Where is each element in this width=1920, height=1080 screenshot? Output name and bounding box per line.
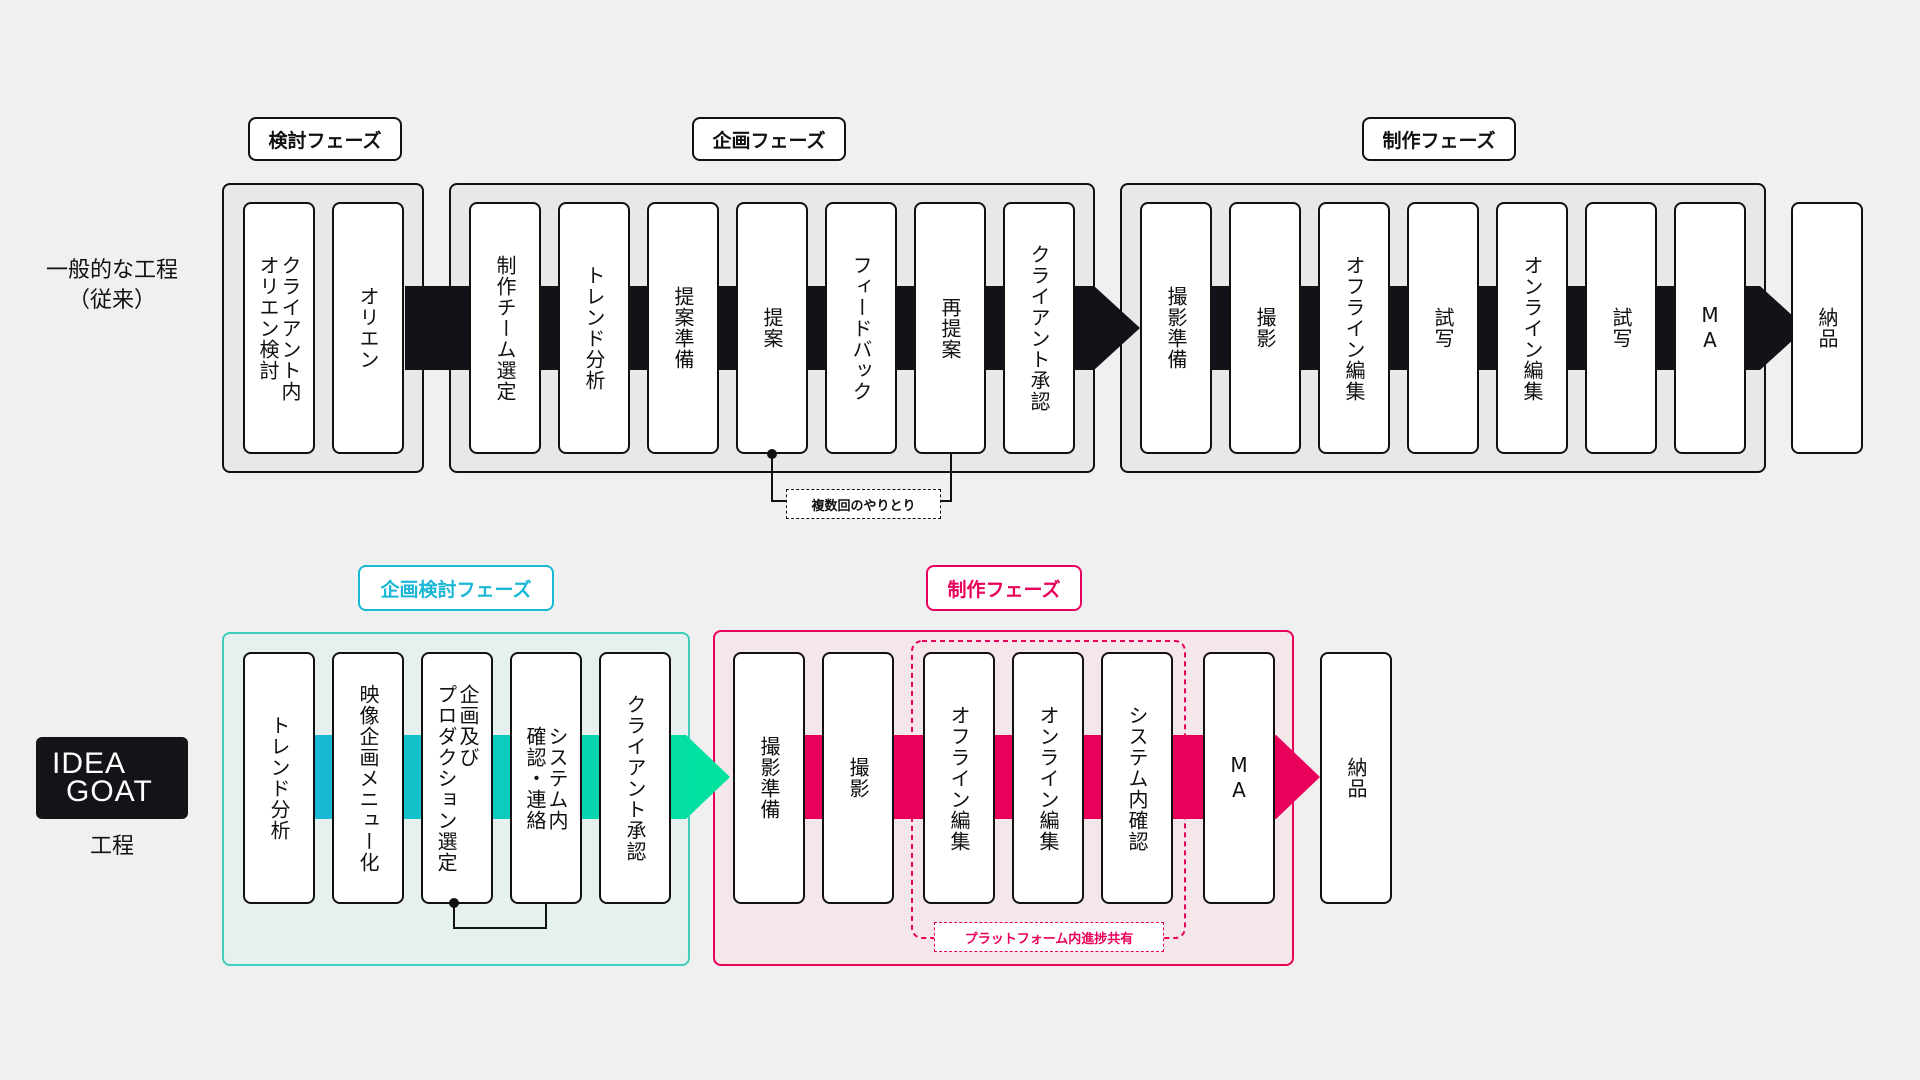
trad-step-shoot-prep: 撮影準備 (1140, 202, 1212, 454)
trad-step-online-edit: オンライン編集 (1496, 202, 1568, 454)
phase-label-review: 検討フェーズ (248, 117, 402, 161)
trad-step-re-proposal: 再提案 (914, 202, 986, 454)
trad-step-proposal: 提案 (736, 202, 808, 454)
ig-step-system-check-contact: システム内 確認・連絡 (510, 652, 582, 904)
trad-step-orient: オリエン (332, 202, 404, 454)
phase-label-ig-production: 制作フェーズ (926, 565, 1082, 611)
trad-step-preview-2: 試写 (1585, 202, 1657, 454)
ig-step-delivery: 納品 (1320, 652, 1392, 904)
platform-note: プラットフォーム内進捗共有 (934, 922, 1164, 952)
loop-note: 複数回のやりとり (786, 489, 941, 519)
trad-step-delivery: 納品 (1791, 202, 1863, 454)
phase-label-planning: 企画フェーズ (692, 117, 846, 161)
ig-step-offline-edit: オフライン編集 (923, 652, 995, 904)
trad-step-offline-edit: オフライン編集 (1318, 202, 1390, 454)
trad-step-preview-1: 試写 (1407, 202, 1479, 454)
trad-step-shoot: 撮影 (1229, 202, 1301, 454)
trad-step-ma: MA (1674, 202, 1746, 454)
trad-step-trend-analysis: トレンド分析 (558, 202, 630, 454)
ig-step-trend-analysis: トレンド分析 (243, 652, 315, 904)
ig-step-shoot-prep: 撮影準備 (733, 652, 805, 904)
phase-label-planning-review: 企画検討フェーズ (358, 565, 554, 611)
ideagoat-logo: IDEA GOAT (36, 737, 188, 819)
ig-step-client-approval: クライアント承認 (599, 652, 671, 904)
ig-step-plan-production-selection: 企画及び プロダクション選定 (421, 652, 493, 904)
trad-step-feedback: フィードバック (825, 202, 897, 454)
logo-line-2: GOAT (66, 775, 153, 808)
ig-step-system-check: システム内確認 (1101, 652, 1173, 904)
ig-step-menu-planning: 映像企画メニュー化 (332, 652, 404, 904)
ig-step-shoot: 撮影 (822, 652, 894, 904)
traditional-row-label: 一般的な工程 （従来） (45, 258, 178, 313)
logo-line-1: IDEA (52, 746, 127, 780)
trad-step-client-orient-review: クライアント内 オリエン検討 (243, 202, 315, 454)
phase-label-production: 制作フェーズ (1362, 117, 1516, 161)
ideagoat-row-label: 工程 (89, 834, 134, 859)
trad-step-client-approval: クライアント承認 (1003, 202, 1075, 454)
ig-step-ma: MA (1203, 652, 1275, 904)
ig-step-online-edit: オンライン編集 (1012, 652, 1084, 904)
trad-step-proposal-prep: 提案準備 (647, 202, 719, 454)
trad-step-team-selection: 制作チーム選定 (469, 202, 541, 454)
